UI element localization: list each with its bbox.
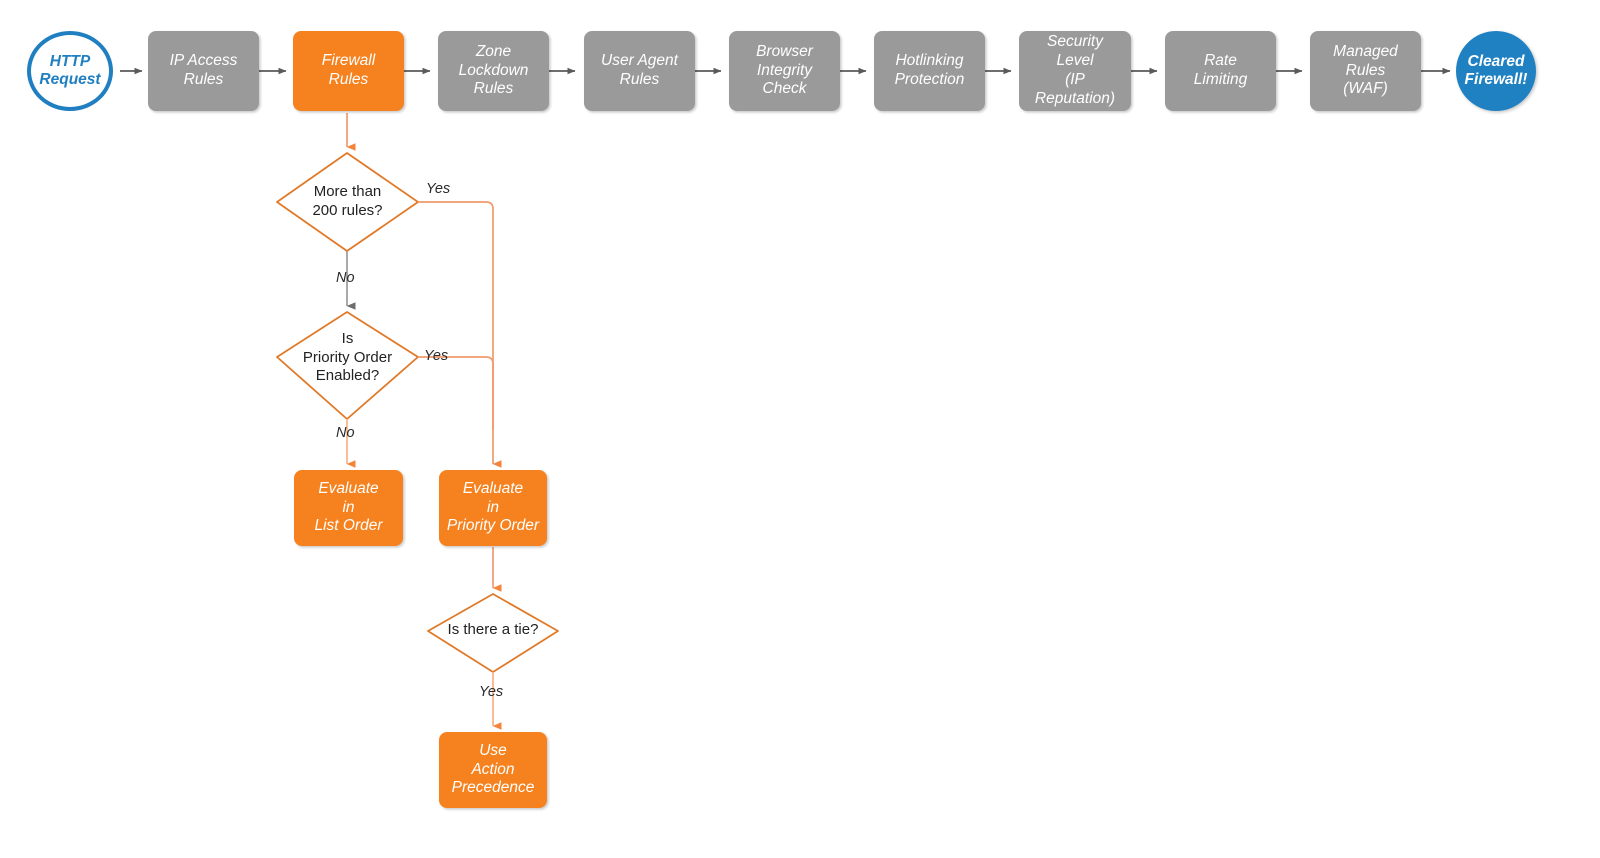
edge-label-more-than-200-yes: Yes xyxy=(426,181,451,197)
decision-label: Is there a tie? xyxy=(447,620,539,638)
node-label: Cleared Firewall! xyxy=(1464,52,1528,88)
edge-label-tie-yes: Yes xyxy=(479,684,504,700)
node-rate-limiting[interactable]: Rate Limiting xyxy=(1165,31,1276,111)
node-label: Hotlinking Protection xyxy=(894,52,965,88)
node-label: Rate Limiting xyxy=(1193,52,1248,88)
decision-is-priority-order-enabled[interactable]: Is Priority Order Enabled? xyxy=(272,325,423,391)
node-ip-access-rules[interactable]: IP Access Rules xyxy=(148,31,259,111)
node-zone-lockdown-rules[interactable]: Zone Lockdown Rules xyxy=(438,31,549,111)
node-firewall-rules[interactable]: Firewall Rules xyxy=(293,31,404,111)
decision-is-there-a-tie[interactable]: Is there a tie? xyxy=(428,615,558,645)
node-label: User Agent Rules xyxy=(601,52,678,88)
node-label: Use Action Precedence xyxy=(451,741,535,797)
node-label: Browser Integrity Check xyxy=(756,42,813,98)
node-cleared-firewall[interactable]: Cleared Firewall! xyxy=(1456,31,1536,111)
node-label: IP Access Rules xyxy=(169,52,238,88)
node-hotlinking-protection[interactable]: Hotlinking Protection xyxy=(874,31,985,111)
node-label: Security Level (IP Reputation) xyxy=(1034,33,1116,107)
node-evaluate-in-list-order[interactable]: Evaluate in List Order xyxy=(294,470,403,546)
node-label: Evaluate in Priority Order xyxy=(446,479,540,535)
node-user-agent-rules[interactable]: User Agent Rules xyxy=(584,31,695,111)
node-label: Managed Rules (WAF) xyxy=(1333,42,1398,98)
node-evaluate-in-priority-order[interactable]: Evaluate in Priority Order xyxy=(439,470,547,546)
node-browser-integrity-check[interactable]: Browser Integrity Check xyxy=(729,31,840,111)
decision-label: More than 200 rules? xyxy=(312,183,383,219)
edge-label-priority-order-no: No xyxy=(336,425,355,441)
node-label: HTTP Request xyxy=(39,52,101,88)
node-use-action-precedence[interactable]: Use Action Precedence xyxy=(439,732,547,808)
decision-more-than-200-rules[interactable]: More than 200 rules? xyxy=(277,168,418,236)
node-security-level[interactable]: Security Level (IP Reputation) xyxy=(1019,31,1131,111)
edge-label-more-than-200-no: No xyxy=(336,270,355,286)
edge-label-priority-order-yes: Yes xyxy=(424,348,449,364)
decision-label: Is Priority Order Enabled? xyxy=(302,329,393,385)
node-label: Firewall Rules xyxy=(321,52,376,88)
node-managed-rules-waf[interactable]: Managed Rules (WAF) xyxy=(1310,31,1421,111)
node-http-request[interactable]: HTTP Request xyxy=(27,31,113,111)
node-label: Evaluate in List Order xyxy=(314,479,383,535)
node-label: Zone Lockdown Rules xyxy=(458,42,529,98)
